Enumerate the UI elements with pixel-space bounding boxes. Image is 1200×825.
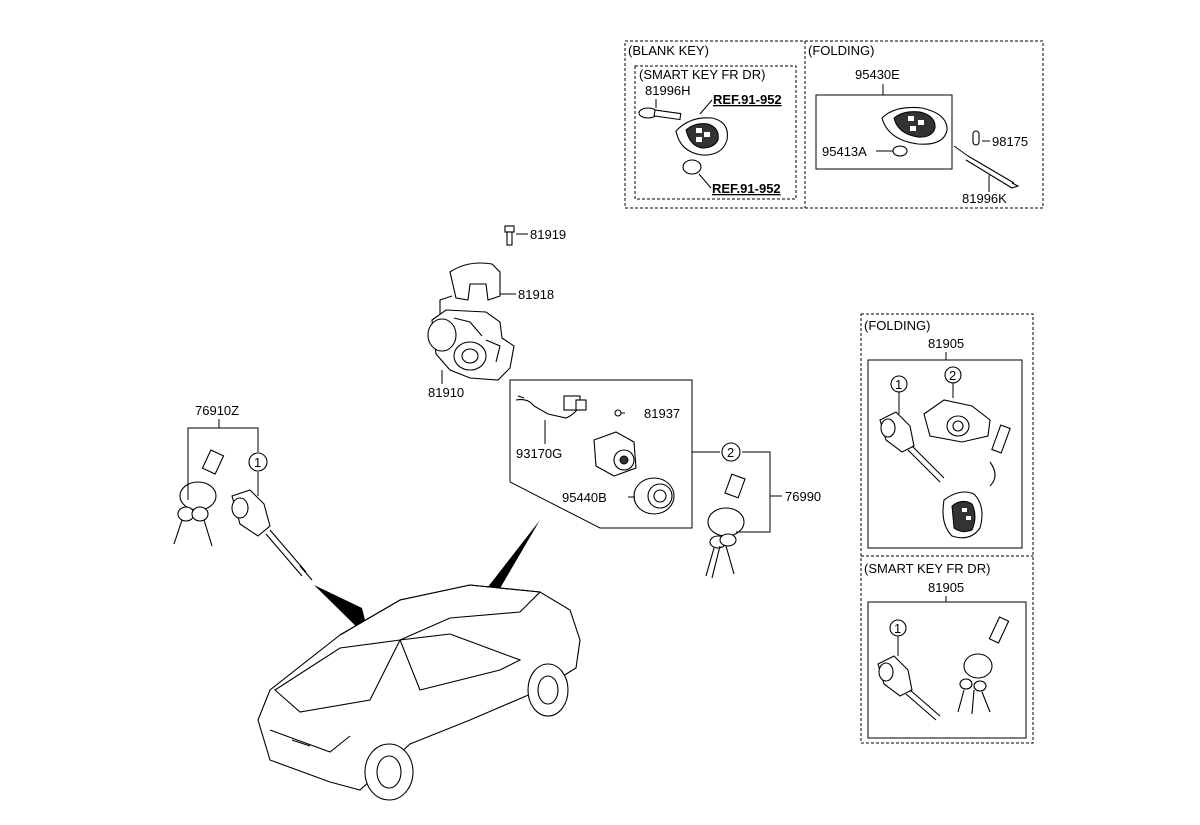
ref-label-1: REF.91-952 <box>713 92 782 107</box>
part-81996H-label: 81996H <box>645 83 691 98</box>
part-81918-label: 81918 <box>518 287 554 302</box>
car-side-window <box>399 633 522 691</box>
car-illustration <box>257 520 581 801</box>
key-set-76990: 2 76990 <box>692 442 821 579</box>
cylinder-76910Z-icon <box>231 489 313 581</box>
right-outer-dashed-box <box>860 313 1034 744</box>
callout-1-left-text: 1 <box>254 455 261 470</box>
callout-1-fold-text: 1 <box>895 377 902 392</box>
folding-kit-box <box>867 359 1023 549</box>
folding-key-box <box>815 94 953 170</box>
car-roof <box>339 584 542 641</box>
part-95430E-label: 95430E <box>855 67 900 82</box>
pin-98175-icon <box>972 130 980 146</box>
car-front-wheel <box>527 663 569 717</box>
callout-2-mid <box>721 442 741 462</box>
battery-coin-icon <box>682 159 702 175</box>
car-rear-wheel <box>364 743 414 801</box>
blank-key-heading: (BLANK KEY) <box>628 43 709 58</box>
right-folding-box: (FOLDING) 81905 1 2 (SMART KEY F <box>860 313 1034 744</box>
steering-lock-assembly: 81919 81918 81910 <box>427 225 566 400</box>
smart-key-fob-icon <box>675 117 728 156</box>
part-81910-label: 81910 <box>428 385 464 400</box>
smart-key-inner-box <box>634 65 797 200</box>
smart-cylinder-icon <box>877 655 941 721</box>
part-95440B-label: 95440B <box>562 490 607 505</box>
top-key-box: (BLANK KEY) (FOLDING) (SMART KEY FR DR) … <box>624 40 1044 209</box>
smart-kit-box <box>867 601 1027 739</box>
part-81905a-label: 81905 <box>928 336 964 351</box>
keys-76990-icon <box>705 473 746 579</box>
part-76910Z-label: 76910Z <box>195 403 239 418</box>
car-rear-window <box>274 639 401 713</box>
ref-arrow-2 <box>698 173 712 189</box>
part-81996K-label: 81996K <box>962 191 1007 206</box>
door-lock-76910Z: 76910Z 1 <box>173 403 313 581</box>
part-93170G-label: 93170G <box>516 446 562 461</box>
bolt-81919-icon <box>504 225 515 246</box>
ref-label-2: REF.91-952 <box>712 181 781 196</box>
ignition-box: 93170G 81937 95440B <box>509 379 693 529</box>
part-81919-label: 81919 <box>530 227 566 242</box>
emergency-key-icon <box>638 107 682 121</box>
folding-blade-icon <box>953 145 1020 189</box>
part-81937-label: 81937 <box>644 406 680 421</box>
bracket-81918-icon <box>439 262 501 323</box>
keys-76910Z-icon <box>173 449 225 547</box>
fold-cylinder-icon <box>879 411 945 483</box>
screw-81937-icon <box>614 409 622 417</box>
smart-key-right-heading: (SMART KEY FR DR) <box>864 561 990 576</box>
car-tail-light <box>269 729 351 753</box>
folding-top-heading: (FOLDING) <box>808 43 874 58</box>
part-95413A-label: 95413A <box>822 144 867 159</box>
folding-right-heading: (FOLDING) <box>864 318 930 333</box>
ignition-ring-icon <box>633 477 675 515</box>
callout-1-left <box>248 452 268 472</box>
top-outer-dashed-box <box>624 40 1044 209</box>
fold-key-fob-icon <box>942 424 1011 539</box>
smart-keys-icon <box>957 616 1010 715</box>
smart-key-top-heading: (SMART KEY FR DR) <box>639 67 765 82</box>
battery-icon <box>892 145 908 157</box>
folding-key-fob-icon <box>881 106 948 145</box>
callout-2-fold-text: 2 <box>949 368 956 383</box>
ignition-switch-icon <box>593 431 637 477</box>
lock-body-81910-icon <box>427 309 515 381</box>
fold-ignition-icon <box>923 399 991 443</box>
part-81905b-label: 81905 <box>928 580 964 595</box>
wire-93170G-icon <box>515 395 587 419</box>
part-98175-label: 98175 <box>992 134 1028 149</box>
callout-2-mid-text: 2 <box>727 445 734 460</box>
callout-1-smart-text: 1 <box>894 621 901 636</box>
ignition-outline <box>509 379 693 529</box>
part-76990-label: 76990 <box>785 489 821 504</box>
ref-arrow-1 <box>699 99 713 115</box>
